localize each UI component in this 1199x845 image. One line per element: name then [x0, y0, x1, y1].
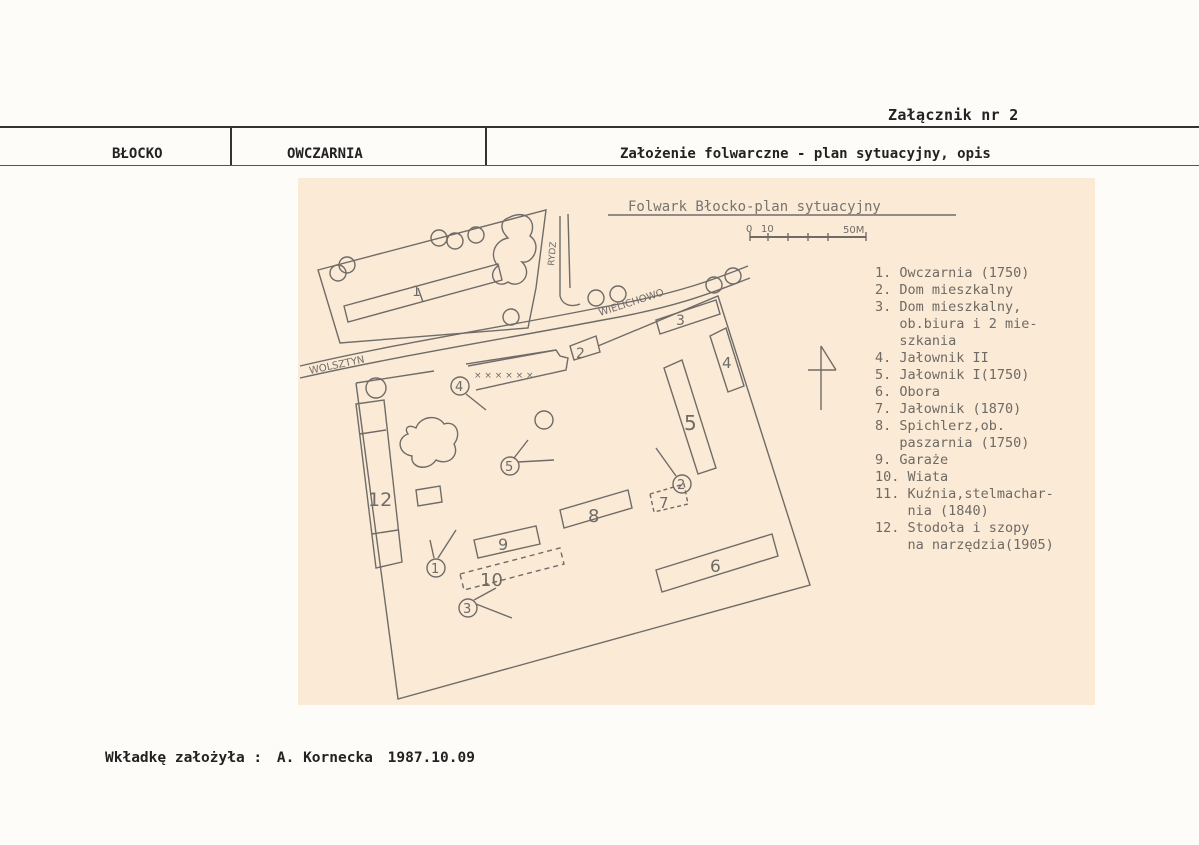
legend-item: 10. Wiata	[875, 469, 949, 485]
legend-item: na narzędzia(1905)	[875, 537, 1054, 553]
legend-item: 11. Kuźnia,stelmachar-	[875, 486, 1054, 502]
building-label-4: 4	[722, 354, 732, 372]
object-name: OWCZARNIA	[287, 146, 363, 162]
header-divider-2	[485, 128, 487, 165]
site-plan-drawing: Folwark Błocko-plan sytuacyjny 0 10 50M	[299, 199, 956, 700]
legend-item: nia (1840)	[875, 503, 989, 519]
legend-item: 6. Obora	[875, 384, 941, 400]
location-name: BŁOCKO	[112, 146, 163, 162]
building-label-10: 10	[480, 570, 503, 591]
legend-item: 4. Jałownik II	[875, 350, 989, 366]
north-arrow-icon	[808, 345, 837, 410]
legend-item: 8. Spichlerz,ob.	[875, 418, 1006, 434]
legend-item: ob.biura i 2 mie-	[875, 316, 1038, 332]
building-label-2: 2	[576, 346, 585, 362]
scale-label-0: 0	[746, 224, 752, 235]
annex-label: Załącznik nr 2	[888, 106, 1019, 124]
scale-label-10: 10	[761, 224, 774, 235]
viewpoint-5: 5	[500, 439, 555, 476]
sheet-subject: Założenie folwarczne - plan sytuacyjny, …	[620, 146, 991, 162]
footer-signature: Wkładkę założyła : A. Kornecka 1987.10.0…	[105, 750, 481, 766]
legend-item: paszarnia (1750)	[875, 435, 1030, 451]
legend-item: 3. Dom mieszkalny,	[875, 299, 1022, 315]
viewpoint-4: 4	[450, 376, 487, 411]
legend-item: 2. Dom mieszkalny	[875, 282, 1014, 298]
building-label-7: 7	[659, 494, 669, 512]
fence-marks: × × × × × ×	[474, 371, 534, 381]
building-label-1: 1	[412, 284, 421, 300]
viewpoint-3: 3	[458, 587, 513, 619]
building-label-3: 3	[676, 313, 685, 329]
plan-title: Folwark Błocko-plan sytuacyjny	[628, 199, 881, 215]
svg-text:5: 5	[505, 460, 513, 475]
header-divider-1	[230, 128, 232, 165]
header-bottom-rule	[0, 165, 1199, 166]
footer-label: Wkładkę założyła :	[105, 750, 263, 766]
legend-item: 5. Jałownik I(1750)	[875, 367, 1030, 383]
building-label-5: 5	[684, 411, 697, 435]
footer-author: A. Kornecka	[276, 750, 373, 766]
plan-legend: 1. Owczarnia (1750) 2. Dom mieszkalny 3.…	[875, 265, 1054, 554]
building-label-6: 6	[710, 557, 721, 577]
building-label-9: 9	[498, 535, 508, 554]
svg-text:1: 1	[431, 562, 439, 577]
legend-item: szkania	[875, 333, 957, 349]
viewpoint-1: 1	[426, 529, 457, 578]
header-top-rule	[0, 126, 1199, 128]
svg-text:4: 4	[455, 380, 463, 395]
legend-item: 1. Owczarnia (1750)	[875, 265, 1030, 281]
legend-item: 12. Stodoła i szopy	[875, 520, 1030, 536]
viewpoint-2: 2	[655, 447, 692, 494]
svg-text:2: 2	[677, 478, 685, 493]
site-plan-photo: Folwark Błocko-plan sytuacyjny 0 10 50M	[298, 178, 1095, 705]
footer-date: 1987.10.09	[387, 750, 475, 766]
legend-item: 7. Jałownik (1870)	[875, 401, 1022, 417]
building-label-12: 12	[368, 489, 392, 511]
road-label-rydz: RYDZ	[547, 241, 559, 266]
sheepfold-enclosure: 1	[317, 209, 547, 344]
legend-item: 9. Garaże	[875, 452, 949, 468]
scale-label-50: 50M	[843, 225, 864, 236]
building-label-8: 8	[588, 506, 599, 527]
svg-text:3: 3	[463, 602, 471, 617]
